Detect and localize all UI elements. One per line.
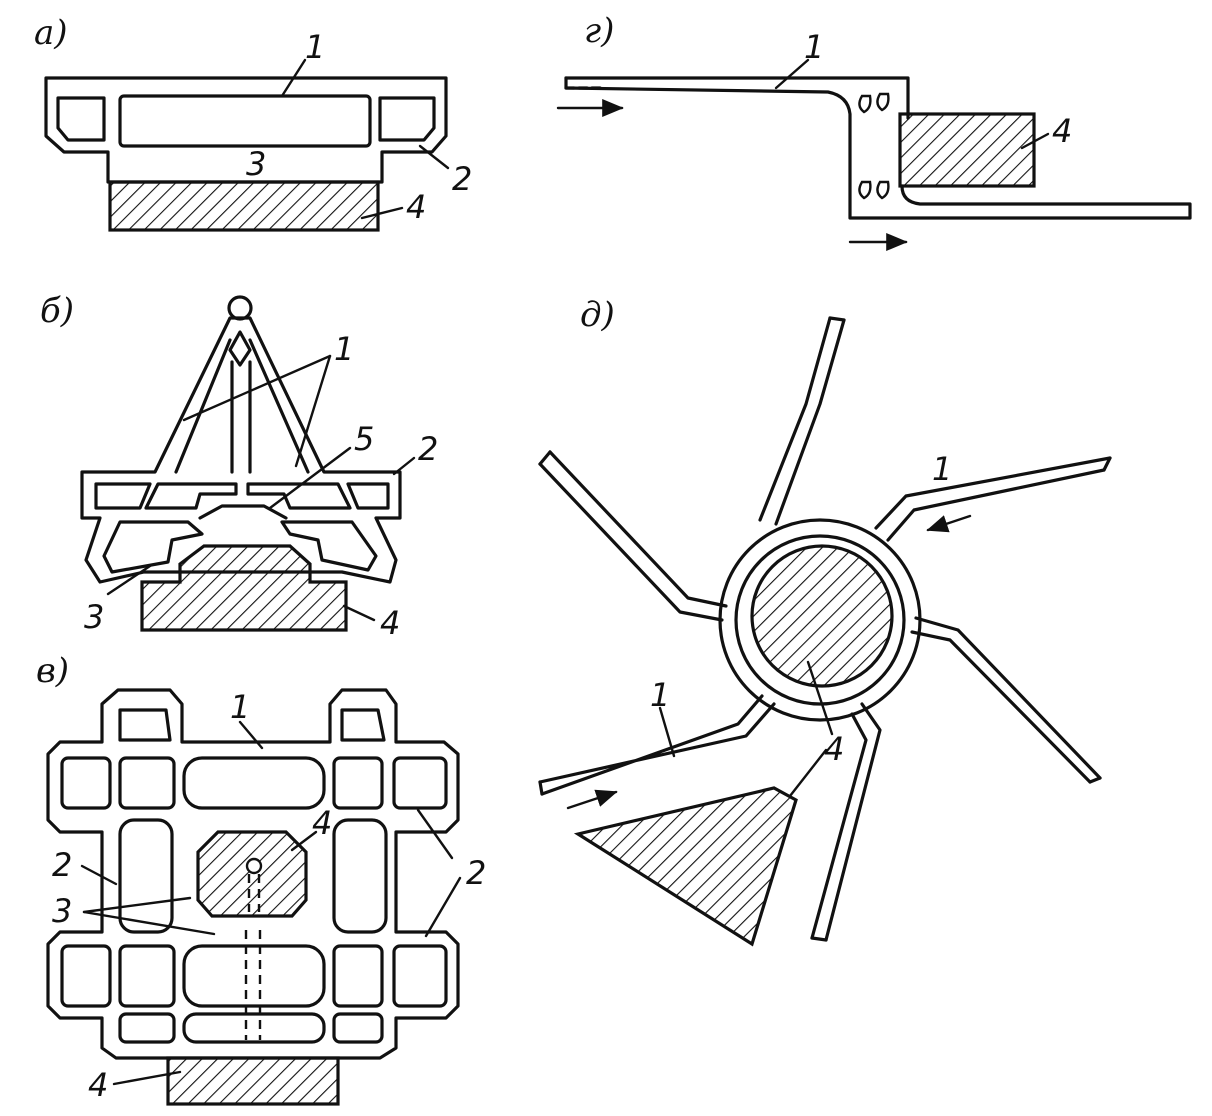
panel-g-callout-4: 4	[1052, 112, 1072, 150]
panel-v-callout-4-base: 4	[88, 1066, 108, 1104]
panel-g-flow-arrows	[556, 99, 908, 251]
panel-g-block	[898, 112, 1036, 188]
panel-d-wedge-block	[573, 786, 798, 947]
panel-v-callout-2-left: 2	[52, 846, 72, 884]
panel-b-callout-1: 1	[334, 330, 354, 368]
panel-b-callout-5: 5	[354, 420, 374, 458]
panel-a-callout-4: 4	[406, 188, 426, 226]
panel-d-leaders	[658, 660, 834, 798]
panel-g-frame	[564, 76, 1192, 220]
panel-d-core-block	[750, 544, 894, 688]
panel-v: в)	[36, 651, 486, 1106]
panel-a-letter: а)	[34, 13, 68, 53]
panel-g: г) 1 4	[556, 11, 1192, 251]
panel-a-callout-2: 2	[452, 160, 472, 198]
panel-b-letter: б)	[40, 291, 74, 331]
panel-v-core-block	[196, 830, 308, 918]
panel-v-letter: в)	[36, 651, 69, 691]
panel-b-callout-2: 2	[418, 430, 438, 468]
panel-a-block	[108, 180, 380, 232]
panel-a-leaders	[280, 58, 450, 220]
panel-b-callout-3: 3	[84, 598, 104, 636]
panel-d-frame	[538, 316, 1112, 942]
panel-a: а) 1 2 3 4	[34, 13, 472, 232]
panel-v-callout-1: 1	[230, 688, 250, 726]
panel-v-base-block	[166, 1056, 340, 1106]
panel-g-leaders	[774, 58, 1050, 150]
panel-d-letter: д)	[580, 295, 615, 335]
panel-d-flow-arrows	[566, 514, 972, 810]
panel-v-leaders	[80, 720, 462, 1086]
panel-a-frame	[44, 76, 448, 184]
panel-d-callout-1-upper: 1	[932, 450, 952, 488]
panel-b: б)	[40, 291, 438, 642]
panel-d-callout-4: 4	[824, 730, 844, 768]
panel-v-frame	[46, 688, 460, 1060]
panel-v-core-pin	[245, 857, 263, 912]
panel-d-callout-1-lower: 1	[650, 676, 670, 714]
panel-v-callout-2-right: 2	[466, 854, 486, 892]
panel-b-callout-4: 4	[380, 604, 400, 642]
panel-b-frame	[80, 295, 402, 584]
panel-g-letter: г)	[584, 11, 614, 51]
panel-a-callout-1: 1	[305, 28, 325, 66]
panel-b-block	[140, 544, 348, 632]
panel-b-leaders	[106, 354, 416, 622]
panel-v-callout-4-core: 4	[312, 804, 332, 842]
panel-a-callout-3: 3	[246, 145, 266, 183]
panel-g-callout-1: 1	[804, 28, 824, 66]
panel-d: д) 1 1 4	[538, 295, 1112, 947]
panel-v-callout-3: 3	[52, 892, 72, 930]
